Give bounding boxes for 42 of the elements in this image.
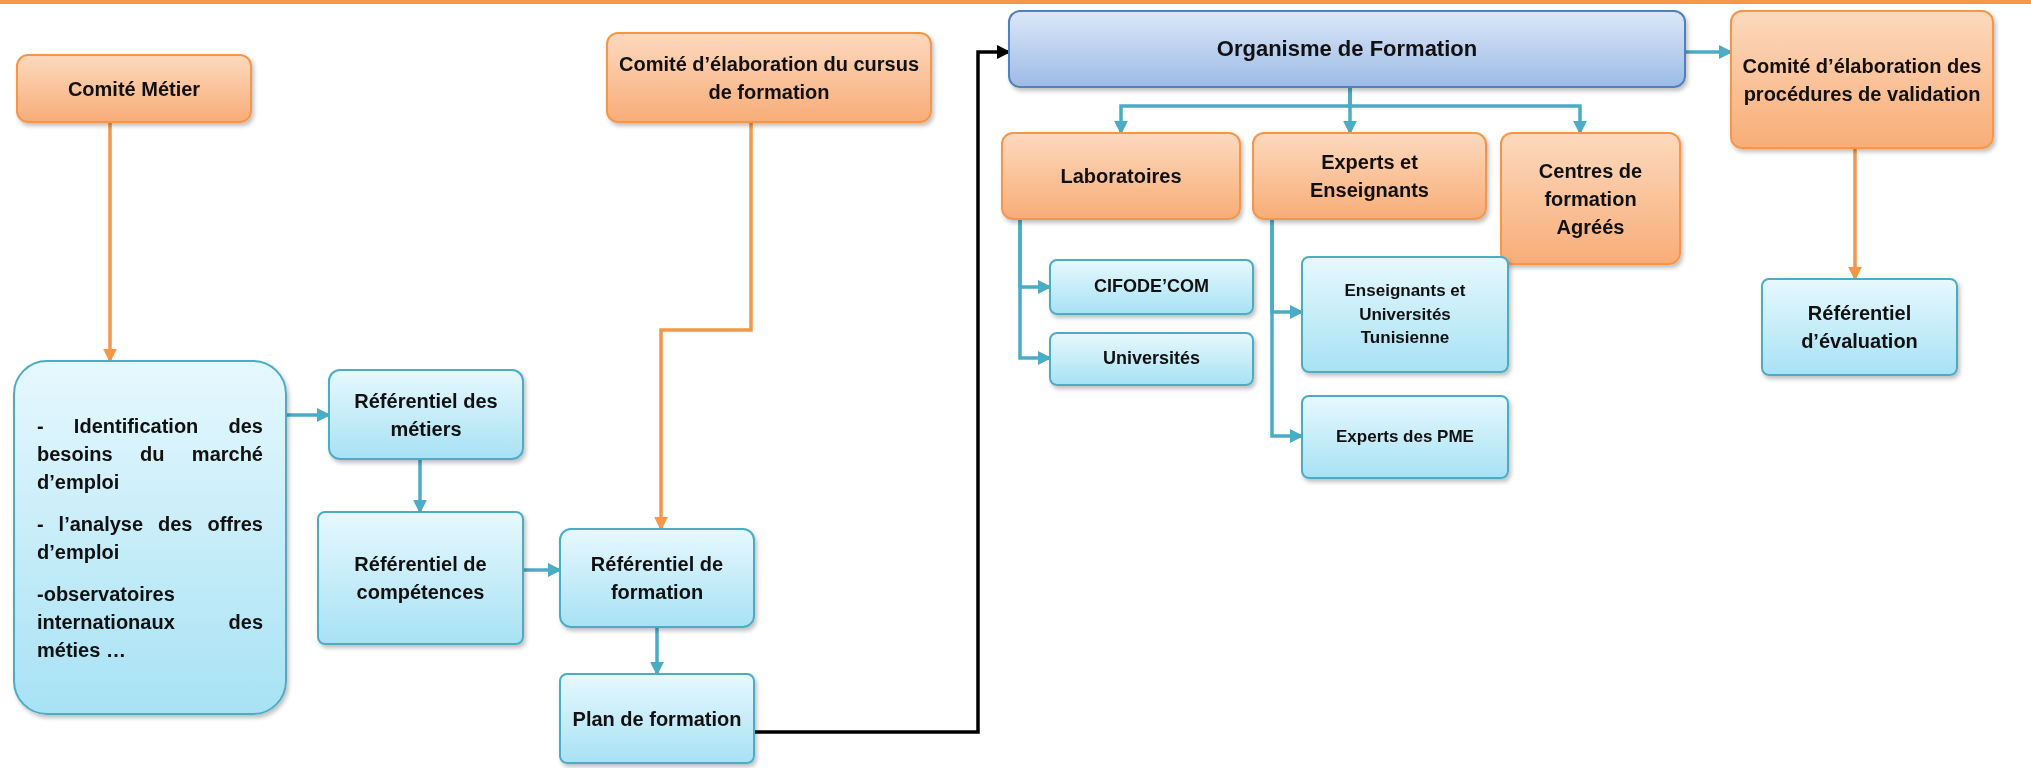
process-box <box>1049 259 1254 315</box>
node-label: - l’analyse des offres d’emploi <box>37 511 263 565</box>
node-label: -observatoires internationaux des méties … <box>37 581 263 663</box>
node-label: Enseignants et Universités Tunisienne <box>1343 279 1467 350</box>
node-label: Comité Métier <box>67 76 201 102</box>
process-box <box>606 32 932 123</box>
process-box <box>1730 10 1994 149</box>
node-label: - Identification des besoins du marché d’emploi <box>37 413 263 495</box>
arrow <box>413 460 427 514</box>
process-box <box>1761 278 1958 376</box>
node-label: Comité d’élaboration des procédures de validation <box>1742 53 1982 107</box>
node-label: Organisme de Formation <box>1216 34 1478 63</box>
node-label: Experts et Enseignants <box>1309 150 1430 203</box>
node-label: Experts des PME <box>1336 426 1474 449</box>
arrow <box>1348 88 1587 135</box>
node-label: Centres de formation Agréés <box>1537 158 1644 240</box>
process-box <box>559 673 755 764</box>
node-label: Référentiel des métiers <box>353 388 499 442</box>
process-box <box>1252 132 1487 220</box>
process-box <box>559 528 755 628</box>
process-box <box>317 511 524 645</box>
process-box <box>1001 132 1241 220</box>
node-label: Référentiel de compétences <box>353 552 488 605</box>
process-box <box>13 360 287 715</box>
node-label: Comité d’élaboration du cursus de formation <box>618 51 920 105</box>
process-box <box>16 54 252 123</box>
process-box <box>1500 132 1681 265</box>
process-box <box>328 369 524 460</box>
arrow <box>103 123 117 363</box>
node-label: Référentiel d’évaluation <box>1800 301 1919 354</box>
node-label: Référentiel de formation <box>589 552 725 605</box>
process-box <box>1049 332 1254 386</box>
arrow <box>654 123 753 531</box>
node-label: CIFODE’COM <box>1094 275 1209 299</box>
node-label: Laboratoires <box>1060 164 1182 189</box>
node-label: Plan de formation <box>572 706 742 732</box>
process-box <box>1301 256 1509 373</box>
node-label: Universités <box>1102 347 1201 371</box>
arrow <box>650 628 664 676</box>
arrow <box>1848 149 1862 281</box>
process-box <box>1008 10 1686 88</box>
process-box <box>1301 395 1509 479</box>
